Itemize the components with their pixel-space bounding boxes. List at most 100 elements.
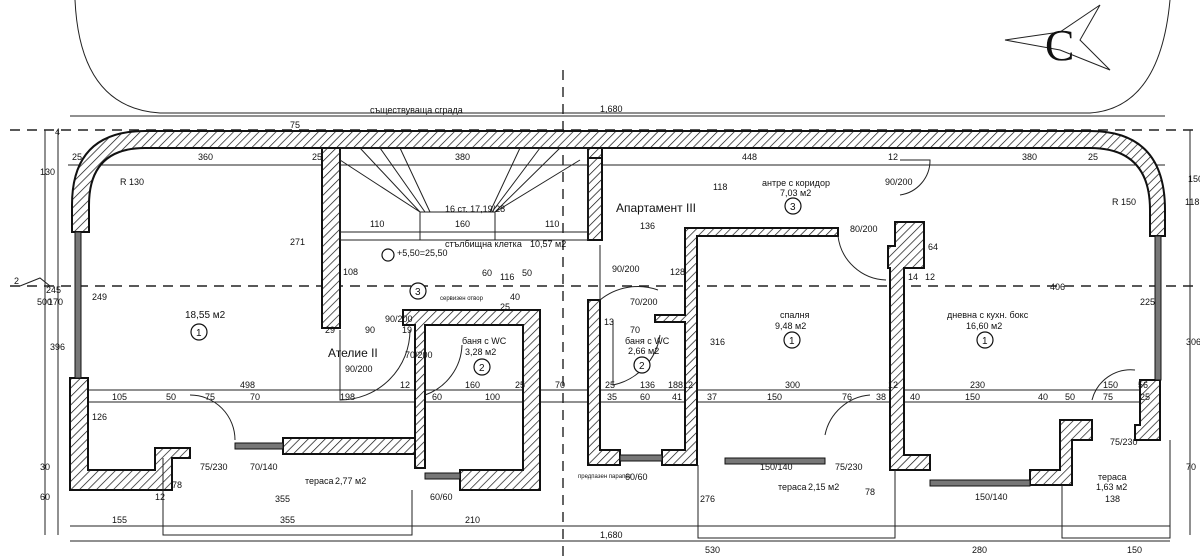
parapet-note: предпазен парапет [578, 474, 631, 480]
svg-text:150: 150 [1103, 380, 1118, 390]
existing-building-label: съществуваща сграда [370, 105, 463, 115]
wall-bedroom [654, 227, 839, 466]
wall-left [69, 377, 191, 491]
room-area: 9,48 м2 [775, 321, 806, 331]
staircase [339, 147, 589, 241]
svg-text:50: 50 [166, 392, 176, 402]
svg-text:40: 40 [1038, 392, 1048, 402]
room-area: 16,60 м2 [966, 321, 1002, 331]
room-area: 2,15 м2 [808, 482, 839, 492]
svg-text:138: 138 [1105, 494, 1120, 504]
svg-text:12: 12 [888, 152, 898, 162]
svg-text:40: 40 [510, 292, 520, 302]
svg-text:38: 38 [876, 392, 886, 402]
svg-text:316: 316 [710, 337, 725, 347]
svg-text:1,680: 1,680 [600, 530, 623, 540]
stairs-note: 16 ст. 17,19/28 [445, 204, 505, 214]
dimensions-top: 1,680 25 360 25 380 448 12 380 25 R 130 … [40, 104, 1200, 207]
wall-stair-right [587, 147, 603, 241]
svg-text:306: 306 [1186, 337, 1200, 347]
room-name: стълбищна клетка [445, 239, 522, 249]
svg-text:25: 25 [72, 152, 82, 162]
svg-text:25: 25 [515, 380, 525, 390]
svg-text:160: 160 [465, 380, 480, 390]
svg-text:29: 29 [325, 325, 335, 335]
room-name: тераса [1098, 472, 1127, 482]
door [189, 394, 236, 441]
svg-text:50: 50 [522, 268, 532, 278]
svg-text:70: 70 [250, 392, 260, 402]
svg-text:108: 108 [343, 267, 358, 277]
window [619, 454, 663, 462]
svg-text:25: 25 [1088, 152, 1098, 162]
svg-text:37: 37 [707, 392, 717, 402]
room-name: антре с коридор [762, 178, 830, 188]
svg-text:70: 70 [1186, 462, 1196, 472]
svg-text:110: 110 [370, 219, 384, 229]
room-name: тераса [305, 476, 334, 486]
room-number: 3 [415, 287, 421, 298]
window [234, 442, 284, 450]
window [1154, 235, 1162, 381]
room-number: 2 [639, 361, 645, 372]
svg-text:70/200: 70/200 [630, 297, 658, 307]
room-name: баня с WC [462, 336, 507, 346]
room-area: 2,77 м2 [335, 476, 366, 486]
svg-text:14: 14 [908, 272, 918, 282]
dimensions-bottom: 155 355 210 530 280 150 1,680 [112, 515, 1142, 555]
svg-text:75: 75 [1103, 392, 1113, 402]
room-number: 1 [982, 336, 988, 347]
svg-text:25: 25 [1140, 392, 1150, 402]
room-area: 18,55 м2 [185, 310, 226, 321]
terrace-outline [697, 465, 896, 539]
window [74, 231, 82, 379]
svg-text:118: 118 [713, 182, 727, 192]
svg-text:360: 360 [198, 152, 213, 162]
svg-text:75: 75 [205, 392, 215, 402]
svg-text:150: 150 [1127, 545, 1142, 555]
wall-right [1029, 419, 1093, 486]
room-number: 1 [196, 328, 202, 339]
door [1091, 369, 1136, 401]
svg-text:60: 60 [482, 268, 492, 278]
svg-text:76: 76 [842, 392, 852, 402]
svg-text:30: 30 [40, 462, 50, 472]
svg-text:245: 245 [46, 285, 61, 295]
svg-text:380: 380 [1022, 152, 1037, 162]
room-name: тераса [778, 482, 807, 492]
svg-text:116: 116 [500, 272, 514, 282]
room-name: баня с WC [625, 336, 670, 346]
door [339, 329, 411, 401]
svg-text:R 130: R 130 [120, 177, 144, 187]
svg-text:150: 150 [965, 392, 980, 402]
door-marks: 90/200 90/200 70/200 70/200 80/200 90/20… [345, 177, 913, 374]
svg-text:130: 130 [40, 167, 55, 177]
svg-text:35: 35 [607, 392, 617, 402]
svg-text:75/230: 75/230 [835, 462, 863, 472]
svg-text:R 150: R 150 [1112, 197, 1136, 207]
svg-text:78: 78 [172, 480, 182, 490]
svg-text:60: 60 [40, 492, 50, 502]
svg-text:396: 396 [50, 342, 65, 352]
svg-text:150: 150 [767, 392, 782, 402]
atelier-label: Ателие II [328, 346, 378, 360]
svg-text:60: 60 [640, 392, 650, 402]
dimensions-row1: 498 12 160 25 70 25 136 188 12 300 12 23… [240, 380, 1148, 390]
door [599, 245, 659, 302]
dimensions-middle: 271 108 116 110 160 110 60 50 40 25 90 2… [37, 182, 1200, 352]
svg-text:210: 210 [465, 515, 480, 525]
level-note: +5,50=25,50 [397, 248, 448, 258]
svg-text:136: 136 [640, 380, 655, 390]
service-opening-note: сервизен отвор [440, 296, 484, 302]
section-mark: 2 [14, 276, 19, 286]
svg-text:100: 100 [485, 392, 500, 402]
svg-text:1,680: 1,680 [600, 104, 623, 114]
svg-text:64: 64 [928, 242, 938, 252]
room-name: спалня [780, 310, 810, 320]
svg-text:4: 4 [55, 127, 60, 137]
svg-text:75/230: 75/230 [1110, 437, 1138, 447]
room-area: 3,28 м2 [465, 347, 496, 357]
svg-text:300: 300 [785, 380, 800, 390]
terrace-outline [1061, 440, 1171, 539]
svg-text:25: 25 [312, 152, 322, 162]
